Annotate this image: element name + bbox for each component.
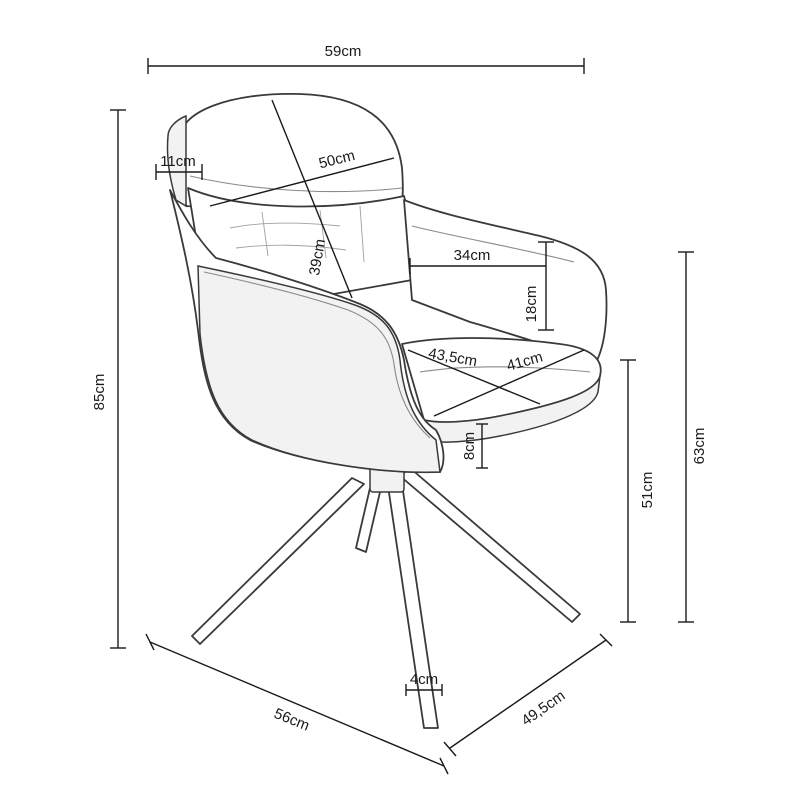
label-armrest-height: 18cm xyxy=(523,286,540,323)
leg-back-right xyxy=(399,467,581,623)
label-backrest-height: 39cm xyxy=(306,238,329,277)
chair-drawing xyxy=(166,93,608,729)
dimension-lines xyxy=(110,58,694,775)
label-overall-height: 85cm xyxy=(91,374,108,411)
armrest-right xyxy=(403,199,608,363)
leg-front-center xyxy=(387,483,439,729)
label-overall-width: 59cm xyxy=(325,43,362,60)
label-seat-thickness: 8cm xyxy=(461,432,478,460)
seat-cushion-front xyxy=(423,375,601,443)
leg-back-short xyxy=(355,487,381,553)
label-armrest-depth: 34cm xyxy=(454,247,491,264)
label-arm-height: 63cm xyxy=(691,428,708,465)
leg-front-left xyxy=(191,477,365,645)
shell-left-piping xyxy=(203,271,431,439)
label-base-width: 49,5cm xyxy=(518,687,568,729)
label-back-thickness: 11cm xyxy=(160,153,196,170)
armrest-right-seam xyxy=(411,225,575,263)
seat-seam xyxy=(419,366,591,373)
label-base-depth: 56cm xyxy=(271,705,311,735)
shell-left-front-face xyxy=(197,265,441,473)
backrest-rim xyxy=(166,114,187,208)
tuft-stitching xyxy=(229,205,365,263)
label-seat-height: 51cm xyxy=(639,472,656,509)
backrest-seam xyxy=(189,175,403,193)
chair-base xyxy=(191,465,581,729)
label-leg-width: 4cm xyxy=(410,671,438,688)
